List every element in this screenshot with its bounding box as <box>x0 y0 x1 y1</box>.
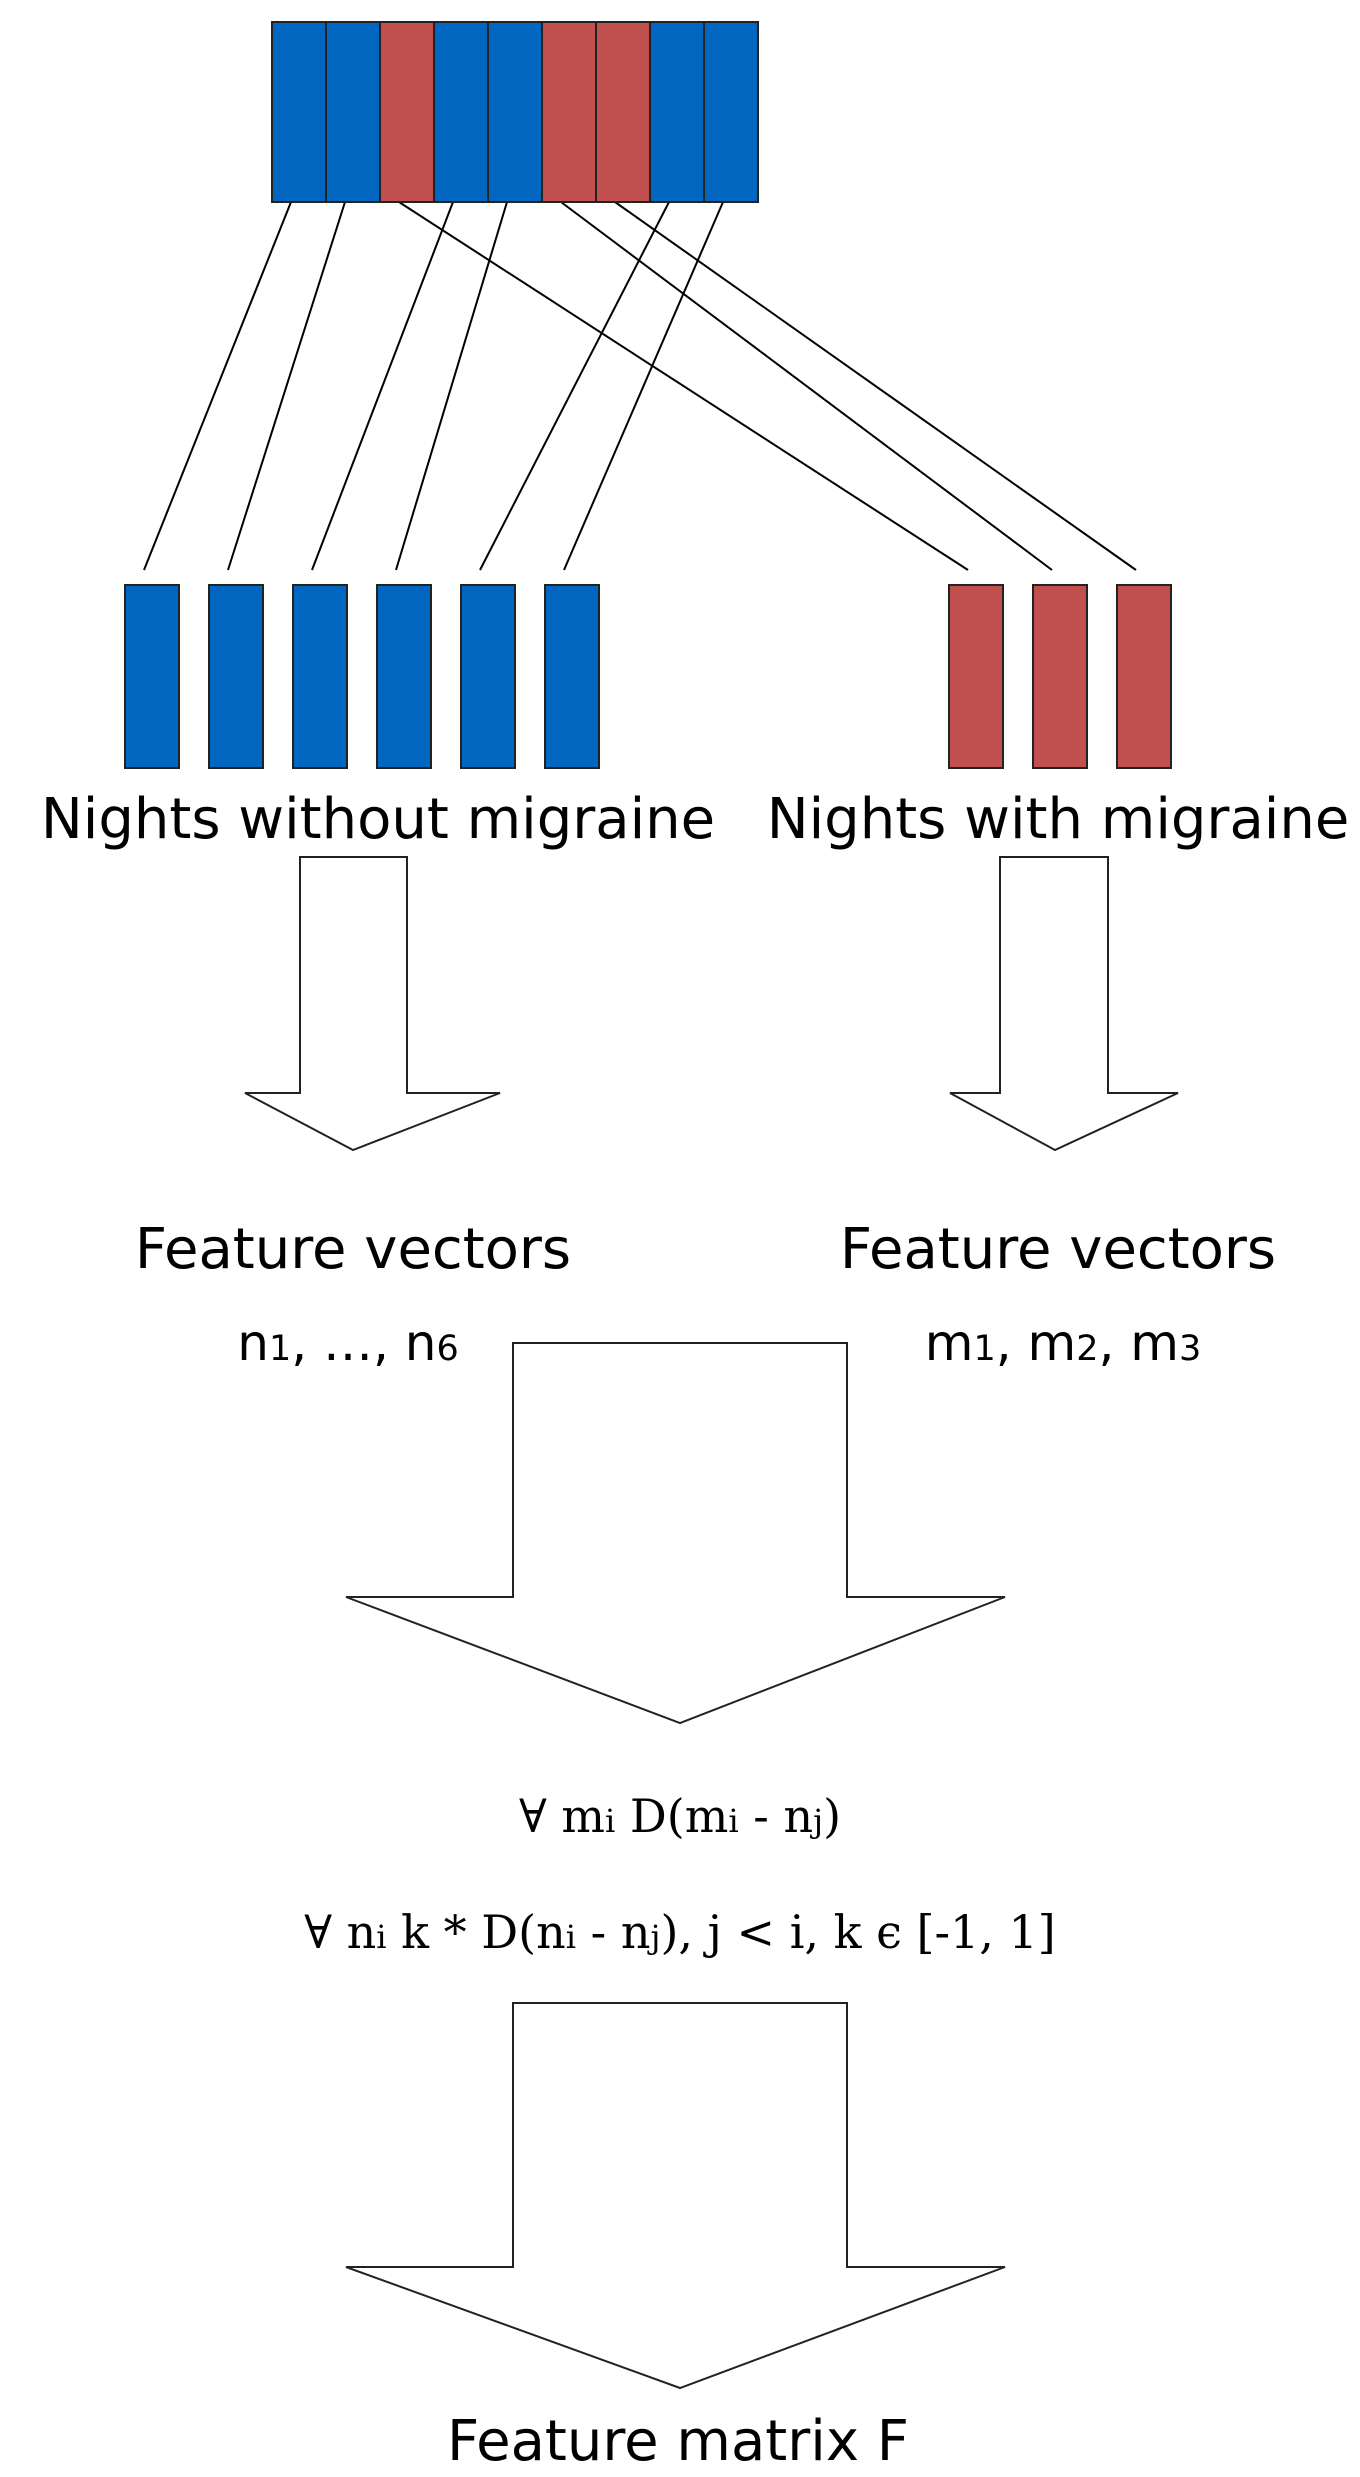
left-vectors-subscript: 6 <box>436 1329 458 1369</box>
connection-line-7 <box>614 201 1137 571</box>
formula2-subscript: j <box>646 1918 660 1956</box>
formula2-text: k * D(n <box>387 1905 566 1959</box>
label-nights-with-migraine: Nights with migraine <box>767 787 1350 852</box>
formula2-text: ∀ n <box>304 1905 376 1959</box>
nights-without-migraine-bars <box>124 584 600 769</box>
connection-line-1 <box>143 201 292 571</box>
arrow-to-feature-matrix <box>345 2002 1006 2390</box>
formula-migraine-distances: ∀ mi D(mi - nj) <box>519 1789 841 1843</box>
formula2-subscript: i <box>376 1918 386 1956</box>
top-bar-1 <box>271 21 327 203</box>
formula1-subscript: j <box>809 1802 823 1840</box>
nights-with-migraine-bars <box>948 584 1172 769</box>
connection-line-2 <box>227 201 346 571</box>
arrow-right <box>949 856 1179 1152</box>
formula1-text: - n <box>739 1789 813 1843</box>
without-migraine-bar-5 <box>460 584 516 769</box>
top-bar-4 <box>433 21 489 203</box>
without-migraine-bar-2 <box>208 584 264 769</box>
left-vectors-list: n1, …, n6 <box>237 1314 459 1372</box>
label-nights-without-migraine: Nights without migraine <box>41 787 715 852</box>
with-migraine-bar-3 <box>1116 584 1172 769</box>
formula-non-migraine-distances: ∀ ni k * D(ni - nj), j < i, k ϵ [-1, 1] <box>304 1905 1056 1959</box>
without-migraine-bar-6 <box>544 584 600 769</box>
with-migraine-bar-1 <box>948 584 1004 769</box>
without-migraine-bar-1 <box>124 584 180 769</box>
right-vectors-text: m <box>925 1314 974 1372</box>
connection-line-4 <box>311 201 454 571</box>
right-vectors-subscript: 2 <box>1076 1329 1098 1369</box>
right-vectors-subscript: 3 <box>1179 1329 1201 1369</box>
left-vectors-title: Feature vectors <box>135 1217 571 1282</box>
right-vectors-list: m1, m2, m3 <box>925 1314 1202 1372</box>
connection-line-3 <box>398 201 969 571</box>
arrow-to-distances <box>345 1342 1006 1725</box>
connection-line-8 <box>479 201 670 571</box>
top-bar-3 <box>379 21 435 203</box>
right-vectors-text: , m <box>1099 1314 1180 1372</box>
top-bar-5 <box>487 21 543 203</box>
label-feature-matrix: Feature matrix F <box>447 2409 909 2474</box>
arrow-left <box>244 856 501 1152</box>
with-migraine-bar-2 <box>1032 584 1088 769</box>
formula1-subscript: i <box>605 1802 615 1840</box>
connection-line-6 <box>560 201 1053 571</box>
top-bar-row <box>271 21 759 203</box>
bar-connections <box>143 201 1137 571</box>
formula1-subscript: i <box>728 1802 738 1840</box>
connection-line-9 <box>563 201 724 571</box>
right-vectors-subscript: 1 <box>973 1329 995 1369</box>
without-migraine-bar-3 <box>292 584 348 769</box>
right-vectors-text: , m <box>996 1314 1077 1372</box>
top-bar-9 <box>703 21 759 203</box>
top-bar-8 <box>649 21 705 203</box>
formula1-text: ∀ m <box>519 1789 605 1843</box>
formula1-text: ) <box>823 1789 841 1843</box>
formula1-text: D(m <box>615 1789 728 1843</box>
top-bar-6 <box>541 21 597 203</box>
formula2-text: ), j < i, k ϵ [-1, 1] <box>660 1905 1055 1959</box>
left-vectors-text: , …, n <box>291 1314 436 1372</box>
formula2-text: - n <box>576 1905 650 1959</box>
left-vectors-subscript: 1 <box>269 1329 291 1369</box>
connection-line-5 <box>395 201 508 571</box>
without-migraine-bar-4 <box>376 584 432 769</box>
formula2-subscript: i <box>566 1918 576 1956</box>
right-vectors-title: Feature vectors <box>840 1217 1276 1282</box>
top-bar-2 <box>325 21 381 203</box>
top-bar-7 <box>595 21 651 203</box>
left-vectors-text: n <box>237 1314 269 1372</box>
